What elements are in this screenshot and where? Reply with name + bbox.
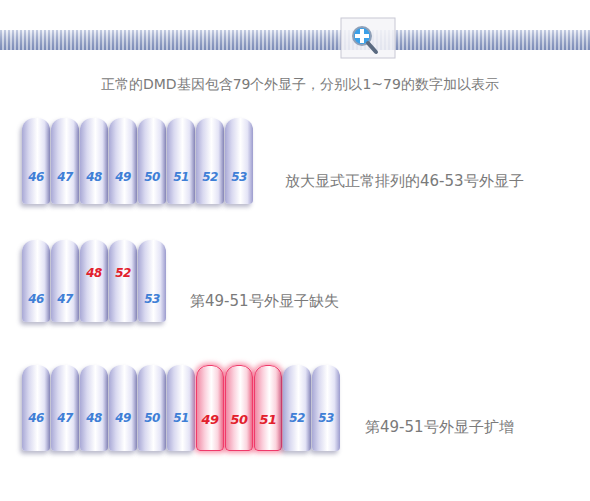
exon-number: 50 bbox=[138, 411, 166, 425]
exon-cylinder: 48 bbox=[80, 118, 108, 204]
exon-cylinder: 50 bbox=[225, 365, 253, 451]
exon-number: 52 bbox=[283, 411, 311, 425]
exon-number: 47 bbox=[51, 292, 79, 306]
exon-cylinder: 46 bbox=[22, 118, 50, 204]
exon-number: 48 bbox=[80, 411, 108, 425]
exon-number: 49 bbox=[109, 411, 137, 425]
exon-cylinder: 47 bbox=[51, 365, 79, 451]
exon-cylinder: 50 bbox=[138, 365, 166, 451]
exon-cylinder: 48 bbox=[80, 240, 108, 322]
exon-number: 51 bbox=[255, 412, 281, 427]
exon-cylinder: 53 bbox=[138, 240, 166, 322]
exon-number: 48 bbox=[80, 266, 108, 280]
exon-number: 47 bbox=[51, 411, 79, 425]
exon-cylinder: 47 bbox=[51, 240, 79, 322]
exon-number: 49 bbox=[109, 170, 137, 184]
exon-number: 51 bbox=[167, 411, 195, 425]
exon-number: 50 bbox=[138, 170, 166, 184]
exon-cylinder: 52 bbox=[196, 118, 224, 204]
side-label: 放大显式正常排列的46-53号外显子 bbox=[285, 172, 524, 191]
bar-shade bbox=[0, 30, 590, 50]
exon-cylinder: 51 bbox=[167, 365, 195, 451]
exon-cylinder: 52 bbox=[109, 240, 137, 322]
exon-cylinder: 46 bbox=[22, 365, 50, 451]
title-text: 正常的DMD基因包含79个外显子，分别以1~79的数字加以表示 bbox=[101, 76, 499, 94]
exon-number: 49 bbox=[197, 412, 223, 427]
exon-stripes bbox=[0, 30, 590, 50]
side-label: 第49-51号外显子缺失 bbox=[190, 292, 339, 311]
exon-number: 46 bbox=[22, 411, 50, 425]
exon-cylinder: 51 bbox=[167, 118, 195, 204]
exon-cylinder: 49 bbox=[196, 365, 224, 451]
exon-number: 51 bbox=[167, 170, 195, 184]
exon-number: 46 bbox=[22, 170, 50, 184]
exon-cylinder: 47 bbox=[51, 118, 79, 204]
exon-number: 53 bbox=[225, 170, 253, 184]
exon-cylinder: 46 bbox=[22, 240, 50, 322]
exon-cylinder: 53 bbox=[225, 118, 253, 204]
magnifier-icon bbox=[341, 18, 395, 58]
exon-cylinder: 53 bbox=[312, 365, 340, 451]
exon-number: 53 bbox=[138, 292, 166, 306]
exon-number: 46 bbox=[22, 292, 50, 306]
exon-cylinder: 48 bbox=[80, 365, 108, 451]
side-label: 第49-51号外显子扩增 bbox=[365, 418, 514, 437]
exon-cylinder: 51 bbox=[254, 365, 282, 451]
exon-cylinder: 49 bbox=[109, 118, 137, 204]
exon-number: 47 bbox=[51, 170, 79, 184]
exon-cylinder: 52 bbox=[283, 365, 311, 451]
exon-number: 50 bbox=[226, 412, 252, 427]
exon-number: 48 bbox=[80, 170, 108, 184]
exon-number: 52 bbox=[196, 170, 224, 184]
exon-cylinder: 50 bbox=[138, 118, 166, 204]
exon-number: 53 bbox=[312, 411, 340, 425]
exon-cylinder: 49 bbox=[109, 365, 137, 451]
exon-number: 52 bbox=[109, 266, 137, 280]
